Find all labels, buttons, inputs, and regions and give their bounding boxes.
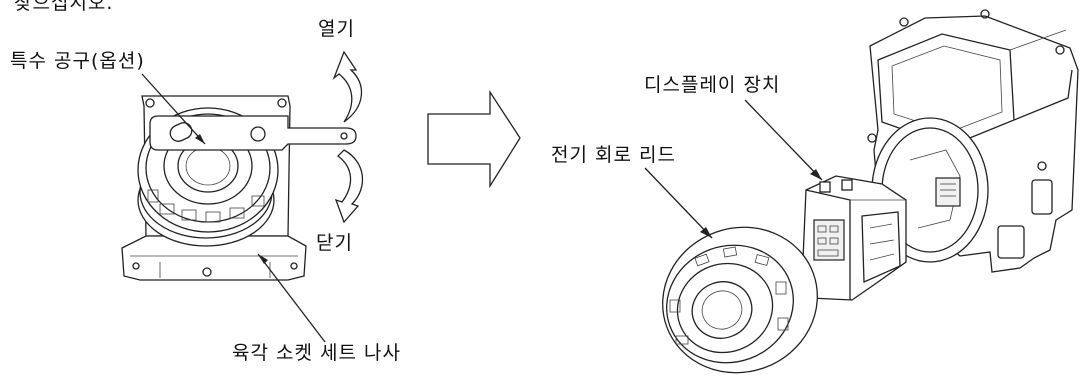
housing-top-view <box>121 73 357 343</box>
pointer-arrow-icon <box>195 134 205 144</box>
label-hex-socket-screw: 육각 소켓 세트 나사 <box>232 342 401 364</box>
label-special-tool: 특수 공구(옵션) <box>10 50 145 72</box>
rotate-close-arrow-icon <box>334 149 364 224</box>
transition-arrow-icon <box>427 89 521 189</box>
label-display-unit: 디스플레이 장치 <box>644 74 781 96</box>
label-circuit-lead: 전기 회로 리드 <box>551 144 676 166</box>
rotate-open-arrow-icon <box>332 50 363 123</box>
label-open: 열기 <box>318 18 355 40</box>
label-close: 닫기 <box>316 232 353 254</box>
exploded-view <box>644 9 1079 374</box>
top-cut-text: 찾으십시오. <box>14 0 114 14</box>
